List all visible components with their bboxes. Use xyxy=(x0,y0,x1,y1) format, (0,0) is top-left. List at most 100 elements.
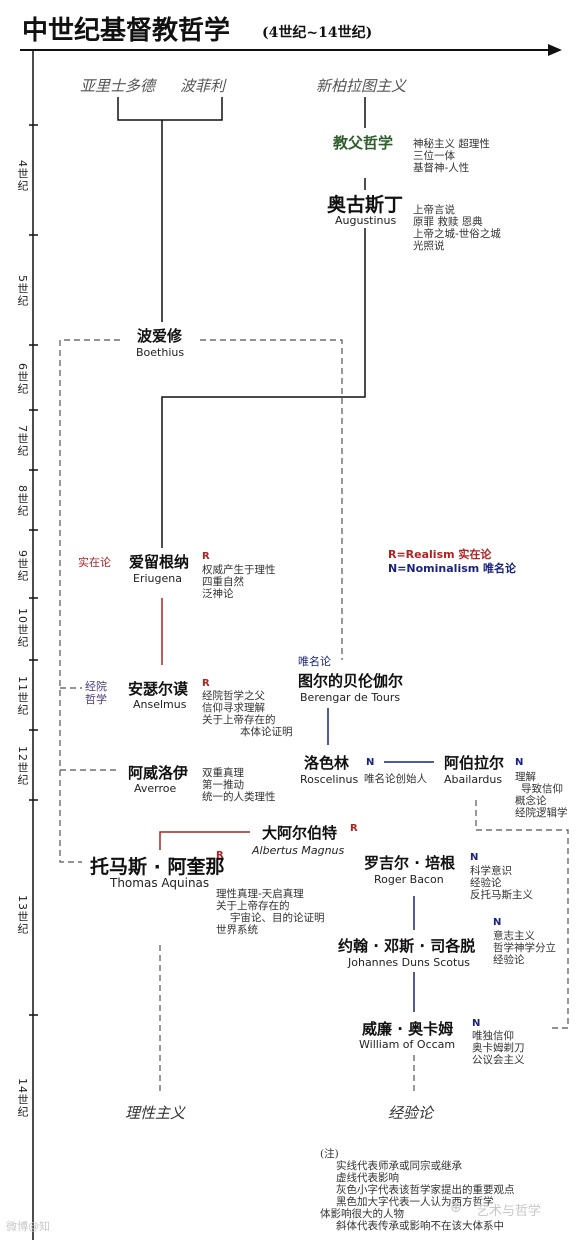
bacon-latin: Roger Bacon xyxy=(374,873,444,886)
weibo-icon: ⊕ xyxy=(450,1200,462,1216)
note-line: 灰色小字代表该哲学家提出的重要观点 xyxy=(336,1184,515,1196)
averroe-latin: Averroe xyxy=(134,782,177,795)
bacon-tag: N xyxy=(470,852,479,863)
idea-text: 科学意识 xyxy=(470,865,512,877)
abailardus-tag: N xyxy=(515,757,524,768)
century-label: 12世纪 xyxy=(16,746,29,786)
conclusion-empiricism: 经验论 xyxy=(388,1104,434,1122)
origin-aristotle: 亚里士多德 xyxy=(80,77,156,95)
idea-text: 概念论 xyxy=(515,795,547,807)
origin-neoplatonism: 新柏拉图主义 xyxy=(316,77,407,95)
idea-text: 泛神论 xyxy=(202,588,234,600)
occam-ideas: 唯独信仰 奥卡姆剃刀 公议会主义 xyxy=(472,1030,525,1066)
idea-text: 四重自然 xyxy=(202,576,244,588)
abailardus-latin: Abailardus xyxy=(444,773,503,786)
albertus-latin: Albertus Magnus xyxy=(252,844,345,857)
patristics-ideas: 神秘主义 超理性 三位一体 基督神-人性 xyxy=(413,138,490,174)
century-label: 13世纪 xyxy=(16,895,29,935)
line-albertus-aquinas xyxy=(159,831,250,850)
idea-text: 关于上帝存在的 xyxy=(216,900,290,912)
watermark-left: 微博@知 xyxy=(6,1220,50,1233)
idea-text: 奥卡姆剃刀 xyxy=(472,1042,525,1054)
roscelinus-note: 唯名论创始人 xyxy=(364,773,427,785)
anselmus-latin: Anselmus xyxy=(133,698,187,711)
school-nominalism-label: 唯名论 xyxy=(298,655,331,668)
note-line: 体影响很大的人物 xyxy=(320,1208,404,1220)
scotus-ideas: 意志主义 哲学神学分立 经验论 xyxy=(493,930,556,966)
conclusion-rationalism: 理性主义 xyxy=(125,1104,186,1122)
roscelinus-latin: Roscelinus xyxy=(300,773,359,786)
augustinus-latin: Augustinus xyxy=(335,214,397,227)
idea-text: 三位一体 xyxy=(413,150,455,162)
page-subtitle: (4世纪~14世纪) xyxy=(262,25,373,41)
albertus-tag: R xyxy=(350,823,358,834)
watermark-right: 艺术与哲学 xyxy=(476,1204,542,1219)
idea-text: 导致信仰 xyxy=(521,783,563,795)
averroe-ideas: 双重真理 第一推动 统一的人类理性 xyxy=(202,767,276,803)
legend-nominalism: N=Nominalism 唯名论 xyxy=(388,562,517,575)
notes-block: (注) 实线代表师承或同宗或继承 虚线代表影响 灰色小字代表该哲学家提出的重要观… xyxy=(320,1148,515,1232)
page-title: 中世纪基督教哲学 xyxy=(22,16,231,46)
idea-text: 神秘主义 超理性 xyxy=(413,138,490,150)
boethius-name: 波爱修 xyxy=(137,327,183,345)
idea-text: 经验论 xyxy=(470,877,502,889)
occam-latin: William of Occam xyxy=(359,1038,456,1051)
berengar-latin: Berengar de Tours xyxy=(300,691,401,704)
idea-text: 哲学神学分立 xyxy=(493,942,556,954)
anselmus-ideas: 经院哲学之父 信仰寻求理解 关于上帝存在的 本体论证明 xyxy=(202,690,293,738)
scotus-tag: N xyxy=(493,917,502,928)
aquinas-ideas: 理性真理-天启真理 关于上帝存在的 宇宙论、目的论证明 世界系统 xyxy=(216,888,325,936)
note-line: 斜体代表传承或影响不在该大体系中 xyxy=(336,1220,504,1232)
idea-text: 原罪 救赎 恩典 xyxy=(413,216,483,228)
anselmus-name: 安瑟尔谟 xyxy=(128,680,189,698)
abailardus-name: 阿伯拉尔 xyxy=(444,754,505,772)
idea-text: 公议会主义 xyxy=(472,1054,525,1066)
aquinas-latin: Thomas Aquinas xyxy=(110,876,210,890)
idea-text: 世界系统 xyxy=(216,924,258,936)
note-line: 黑色加大字代表一人认为西方哲学 xyxy=(336,1196,494,1208)
century-label: 7世纪 xyxy=(16,425,29,457)
idea-text: 基督神-人性 xyxy=(413,162,470,174)
century-label: 6世纪 xyxy=(16,363,29,395)
occam-tag: N xyxy=(472,1018,481,1029)
anselmus-tag: R xyxy=(202,678,210,689)
idea-text: 统一的人类理性 xyxy=(202,791,276,803)
roscelinus-tag: N xyxy=(366,757,375,768)
century-label: 8世纪 xyxy=(16,485,29,517)
idea-text: 经验论 xyxy=(493,954,525,966)
school-text: 经院 xyxy=(85,680,107,693)
occam-name: 威廉 · 奥卡姆 xyxy=(362,1020,454,1038)
idea-text: 双重真理 xyxy=(202,767,244,779)
idea-text: 意志主义 xyxy=(493,930,535,942)
eriugena-latin: Eriugena xyxy=(133,572,182,585)
century-label: 4世纪 xyxy=(16,160,29,192)
abailardus-ideas: 理解 导致信仰 概念论 经院逻辑学 xyxy=(515,771,568,819)
scotus-name: 约翰 · 邓斯 · 司各脱 xyxy=(338,937,476,955)
berengar-name: 图尔的贝伦伽尔 xyxy=(298,672,404,690)
eriugena-ideas: 权威产生于理性 四重自然 泛神论 xyxy=(202,564,276,600)
albertus-name: 大阿尔伯特 xyxy=(262,824,338,842)
dashed-boethius-berengar xyxy=(200,339,343,660)
idea-text: 信仰寻求理解 xyxy=(202,702,265,714)
aquinas-name: 托马斯 · 阿奎那 xyxy=(90,856,225,878)
idea-text: 反托马斯主义 xyxy=(470,889,533,901)
century-ticks xyxy=(29,124,38,1016)
roscelinus-name: 洛色林 xyxy=(304,754,350,772)
idea-text: 经院逻辑学 xyxy=(515,807,568,819)
note-line: 虚线代表影响 xyxy=(336,1172,399,1184)
idea-text: 宇宙论、目的论证明 xyxy=(230,912,325,924)
boethius-latin: Boethius xyxy=(136,346,185,359)
idea-text: 上帝之城-世俗之城 xyxy=(413,228,501,240)
note-line: 实线代表师承或同宗或继承 xyxy=(336,1160,462,1172)
idea-text: 经院哲学之父 xyxy=(202,690,265,702)
dashed-abailardus-occam xyxy=(475,800,569,1029)
school-realism-label: 实在论 xyxy=(78,556,111,569)
bacon-ideas: 科学意识 经验论 反托马斯主义 xyxy=(470,865,533,901)
scotus-latin: Johannes Duns Scotus xyxy=(348,956,471,969)
idea-text: 唯独信仰 xyxy=(472,1030,514,1042)
eriugena-tag: R xyxy=(202,551,210,562)
idea-text: 理解 xyxy=(515,771,536,783)
century-label: 10世纪 xyxy=(16,608,29,648)
idea-text: 关于上帝存在的 xyxy=(202,714,276,726)
